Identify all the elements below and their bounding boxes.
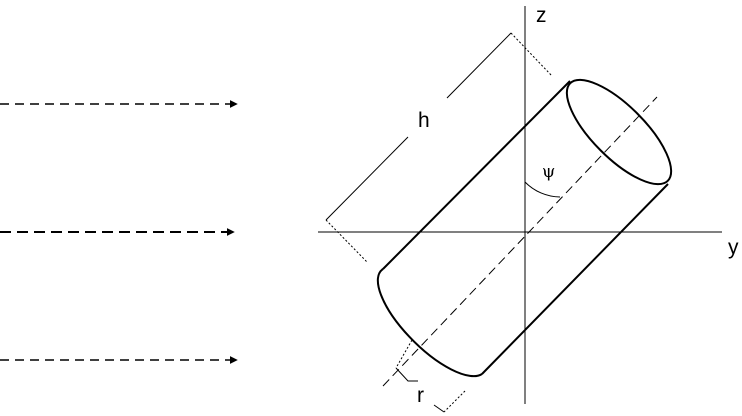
cylinder-side-lower bbox=[481, 183, 669, 375]
y-axis-label: y bbox=[728, 236, 739, 259]
height-dimension-line-upper bbox=[446, 32, 512, 99]
radius-dimension-line bbox=[395, 367, 418, 382]
cylinder bbox=[376, 78, 673, 378]
height-dimension-line-lower bbox=[325, 136, 409, 221]
incident-arrows bbox=[0, 100, 238, 364]
height-extension-top bbox=[510, 32, 553, 77]
height-label: h bbox=[418, 109, 430, 132]
cylinder-top-cap bbox=[565, 78, 673, 186]
height-dimension bbox=[325, 32, 553, 263]
cylinder-side-upper bbox=[382, 80, 571, 270]
radius-dimension bbox=[395, 339, 466, 413]
cylinder-axis bbox=[382, 96, 658, 387]
height-extension-bottom bbox=[325, 219, 368, 263]
tilt-angle-label: ψ bbox=[542, 162, 555, 182]
tilt-angle-arc bbox=[524, 181, 561, 198]
radius-extension-right bbox=[443, 390, 466, 413]
coordinate-axes bbox=[318, 6, 722, 404]
z-axis-label: z bbox=[536, 4, 547, 27]
radius-tick bbox=[433, 404, 445, 413]
radius-extension-left bbox=[395, 339, 413, 369]
radius-label: r bbox=[417, 384, 424, 407]
cylinder-bottom-cap bbox=[376, 268, 483, 378]
